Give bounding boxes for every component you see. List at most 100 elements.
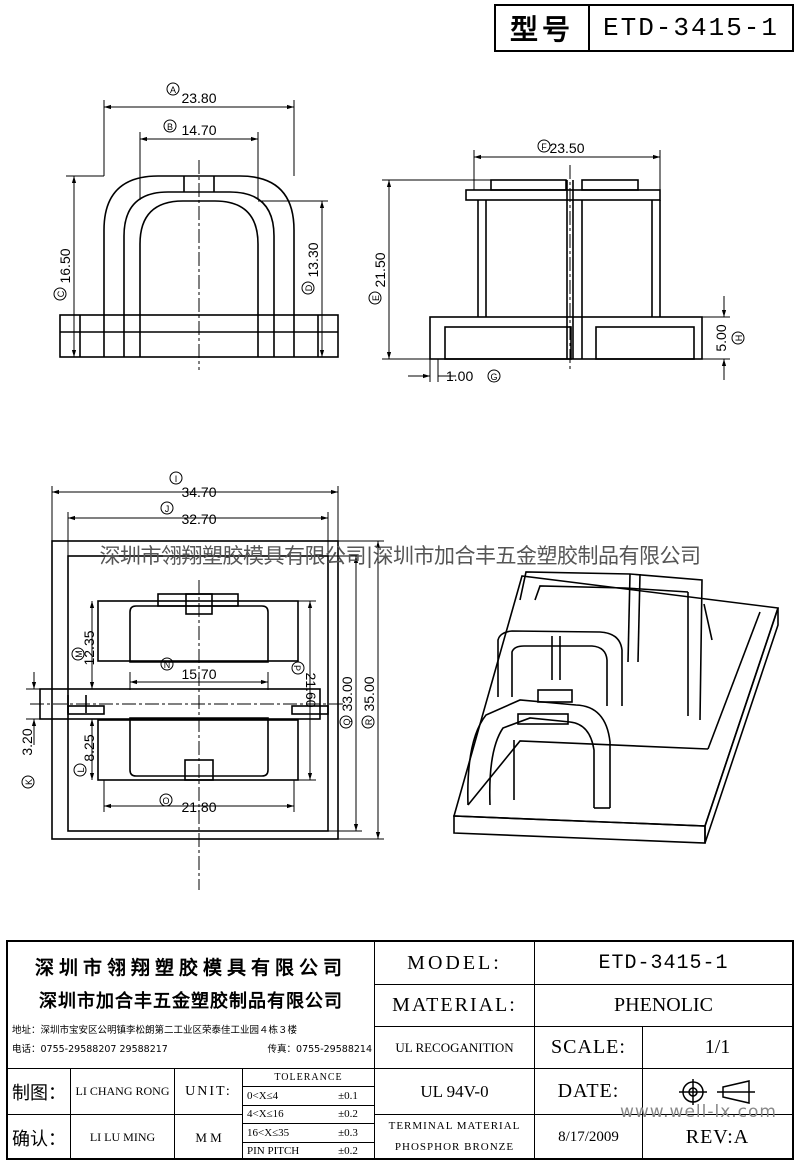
dim-f: F 23.50 [537, 139, 585, 156]
svg-text:1.00: 1.00 [446, 368, 473, 384]
tolerance-range: 0<X≤4 [242, 1086, 322, 1105]
svg-text:M: M [74, 650, 84, 658]
watermark-text: 深圳市翎翔塑胶模具有限公司|深圳市加合丰五金塑胶制品有限公司 [99, 544, 701, 568]
company-fax: 传真：0755-29588214 [267, 1044, 372, 1055]
company-name-1: 深圳市翎翔塑胶模具有限公司 [34, 956, 347, 979]
model-header-key: 型号 [496, 6, 590, 50]
company-phone: 电话：0755-29588207 29588217 [12, 1044, 168, 1055]
model-header: 型号 ETD-3415-1 [494, 4, 794, 52]
svg-text:R: R [364, 718, 374, 725]
dim-r: 35.00 R [361, 676, 377, 729]
dim-e: 21.50 E [368, 252, 388, 305]
svg-text:A: A [170, 85, 176, 95]
model-label: MODEL: [374, 942, 534, 984]
svg-text:21.80: 21.80 [181, 799, 216, 815]
title-block: 深圳市翎翔塑胶模具有限公司 深圳市加合丰五金塑胶制品有限公司 地址：深圳市宝安区… [6, 940, 794, 1160]
dim-p: 21.60 P [291, 661, 319, 708]
svg-text:Q: Q [342, 718, 352, 725]
svg-text:G: G [490, 372, 497, 382]
dim-h: 5.00 H [713, 324, 745, 352]
svg-text:F: F [541, 142, 547, 152]
model-header-value: ETD-3415-1 [602, 13, 780, 43]
svg-text:35.00: 35.00 [361, 676, 377, 711]
svg-text:21.50: 21.50 [372, 252, 388, 287]
svg-text:5.00: 5.00 [713, 324, 729, 351]
third-angle-projection-icon [678, 1078, 755, 1105]
svg-text:15.70: 15.70 [181, 666, 216, 682]
tolerance-value: ±0.3 [322, 1123, 374, 1142]
dim-o: O 21.80 [159, 793, 217, 815]
svg-text:B: B [167, 122, 173, 132]
svg-text:21.60: 21.60 [303, 672, 319, 707]
tolerance-value: ±0.1 [322, 1086, 374, 1105]
svg-text:14.70: 14.70 [181, 122, 216, 138]
dim-i: I 34.70 [169, 471, 217, 500]
side-view [429, 165, 703, 372]
svg-text:J: J [165, 504, 170, 514]
svg-text:3.20: 3.20 [19, 728, 35, 755]
svg-text:23.80: 23.80 [181, 90, 216, 106]
svg-text:13.30: 13.30 [305, 242, 321, 277]
svg-text:D: D [304, 284, 314, 291]
tolerance-value: ±0.2 [322, 1141, 374, 1161]
dim-d: 13.30 D [301, 242, 321, 295]
front-view [59, 160, 339, 370]
svg-text:12.35: 12.35 [81, 630, 97, 665]
dimension-lines [26, 100, 730, 840]
model-value: ETD-3415-1 [534, 942, 792, 984]
dim-q: 33.00 Q [339, 676, 355, 729]
dim-g: 1.00 G [446, 368, 501, 384]
company-name-2: 深圳市加合丰五金塑胶制品有限公司 [39, 991, 343, 1012]
date-value: 8/17/2009 [534, 1114, 642, 1160]
terminal-material-label: TERMINAL MATERIAL [374, 1114, 534, 1136]
checked-label: 确认： [8, 1114, 70, 1160]
watermark-url: www.well-lx.com [620, 1102, 777, 1122]
projection-symbol [642, 1068, 792, 1114]
tolerance-range: 16<X≤35 [242, 1123, 322, 1142]
svg-text:C: C [56, 290, 66, 297]
scale-label: SCALE: [534, 1026, 642, 1068]
svg-text:32.70: 32.70 [181, 511, 216, 527]
ul-value: UL 94V-0 [374, 1068, 534, 1114]
svg-text:I: I [175, 474, 178, 484]
unit-value: M M [174, 1114, 242, 1160]
svg-text:O: O [162, 796, 169, 806]
ul-label: UL RECOGANITION [374, 1026, 534, 1068]
dim-n: N 15.70 [160, 657, 217, 682]
dim-b: B 14.70 [163, 119, 217, 138]
tolerance-title: TOLERANCE [242, 1068, 374, 1086]
svg-text:33.00: 33.00 [339, 676, 355, 711]
svg-text:H: H [734, 335, 744, 342]
isometric-view [452, 571, 780, 844]
drawn-by: LI CHANG RONG [70, 1068, 174, 1114]
checked-by: LI LU MING [70, 1114, 174, 1160]
dim-a: A 23.80 [166, 82, 217, 106]
svg-text:E: E [371, 295, 381, 301]
svg-text:16.50: 16.50 [57, 248, 73, 283]
dim-j: J 32.70 [160, 501, 217, 527]
tolerance-range: PIN PITCH [242, 1141, 322, 1160]
dim-m: 12.35 M [71, 630, 97, 666]
svg-text:N: N [164, 660, 171, 670]
terminal-material-value: PHOSPHOR BRONZE [374, 1136, 534, 1158]
bottom-view [30, 540, 345, 890]
svg-text:34.70: 34.70 [181, 484, 216, 500]
dim-l: 8.25 L [73, 734, 97, 777]
svg-text:K: K [24, 779, 34, 785]
material-label: MATERIAL: [374, 984, 534, 1026]
svg-text:P: P [292, 665, 302, 671]
dim-k: 3.20 K [19, 728, 35, 789]
revision: REV:A [642, 1114, 792, 1160]
tolerance-range: 4<X≤16 [242, 1104, 322, 1123]
svg-text:8.25: 8.25 [81, 734, 97, 761]
company-address: 地址：深圳市宝安区公明镇李松朗第二工业区荣泰佳工业园４栋３楼 [12, 1025, 298, 1036]
technical-drawing: A 23.80 B 14.70 16.50 C 13.30 D 21.50 E … [19, 82, 780, 890]
unit-label: UNIT: [174, 1068, 242, 1114]
tolerance-value: ±0.2 [322, 1104, 374, 1124]
date-label: DATE: [534, 1068, 642, 1114]
scale-value: 1/1 [642, 1026, 792, 1068]
svg-text:23.50: 23.50 [549, 140, 584, 156]
material-value: PHENOLIC [534, 984, 792, 1026]
drawn-label: 制图： [8, 1068, 70, 1114]
svg-text:L: L [76, 767, 86, 772]
